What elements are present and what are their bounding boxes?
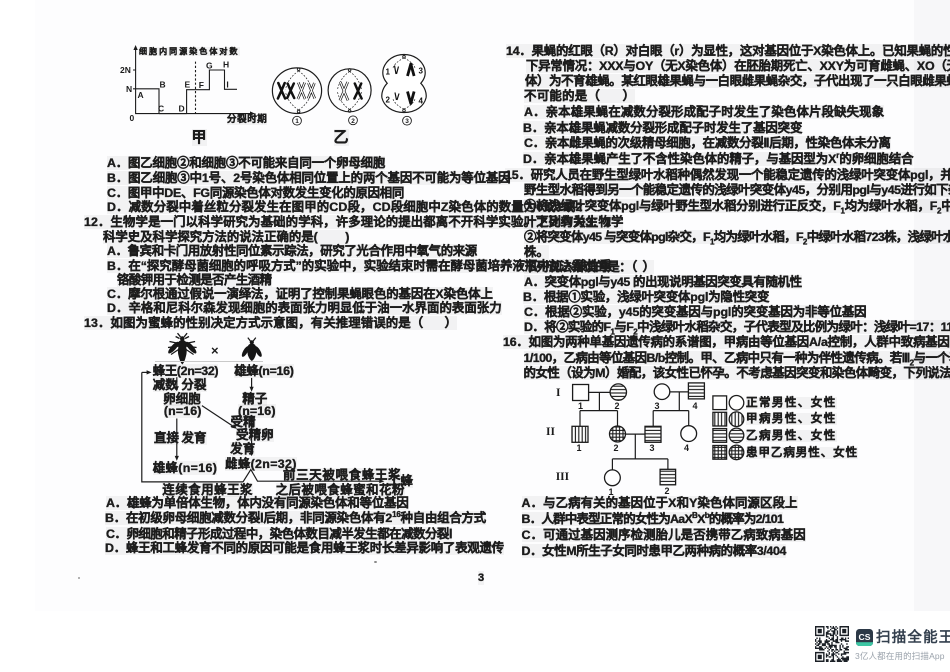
- svg-text:B: B: [160, 80, 166, 90]
- svg-text:A: A: [138, 90, 144, 100]
- svg-text:2N: 2N: [120, 65, 131, 75]
- svg-text:×: ×: [211, 343, 219, 358]
- svg-text:G: G: [206, 61, 213, 71]
- svg-text:II: II: [546, 426, 555, 438]
- svg-text:I: I: [556, 387, 561, 399]
- svg-text:3: 3: [419, 67, 424, 76]
- svg-text:C: C: [158, 104, 164, 114]
- svg-text:H: H: [223, 60, 229, 70]
- svg-text:1: 1: [609, 487, 614, 497]
- svg-text:2: 2: [351, 118, 355, 125]
- svg-text:III: III: [556, 471, 570, 483]
- svg-text:2: 2: [386, 96, 391, 105]
- svg-text:2: 2: [615, 401, 620, 411]
- svg-text:F: F: [199, 80, 204, 90]
- svg-text:4: 4: [693, 401, 698, 411]
- svg-text:4: 4: [684, 443, 689, 453]
- svg-text:2: 2: [614, 443, 619, 453]
- svg-text:D: D: [179, 104, 185, 114]
- svg-text:0: 0: [130, 113, 135, 123]
- svg-text:CS: CS: [858, 632, 870, 642]
- svg-text:3: 3: [405, 118, 409, 125]
- svg-text:3: 3: [655, 401, 660, 411]
- svg-text:4: 4: [419, 97, 424, 106]
- svg-text:1: 1: [386, 68, 391, 77]
- svg-text:1: 1: [577, 443, 582, 453]
- svg-text:E: E: [185, 80, 191, 90]
- svg-text:1: 1: [578, 401, 583, 411]
- svg-text:I: I: [226, 80, 228, 90]
- svg-text:2: 2: [665, 486, 670, 496]
- svg-text:N: N: [126, 84, 132, 94]
- svg-text:1: 1: [295, 118, 299, 125]
- svg-text:3: 3: [650, 443, 655, 453]
